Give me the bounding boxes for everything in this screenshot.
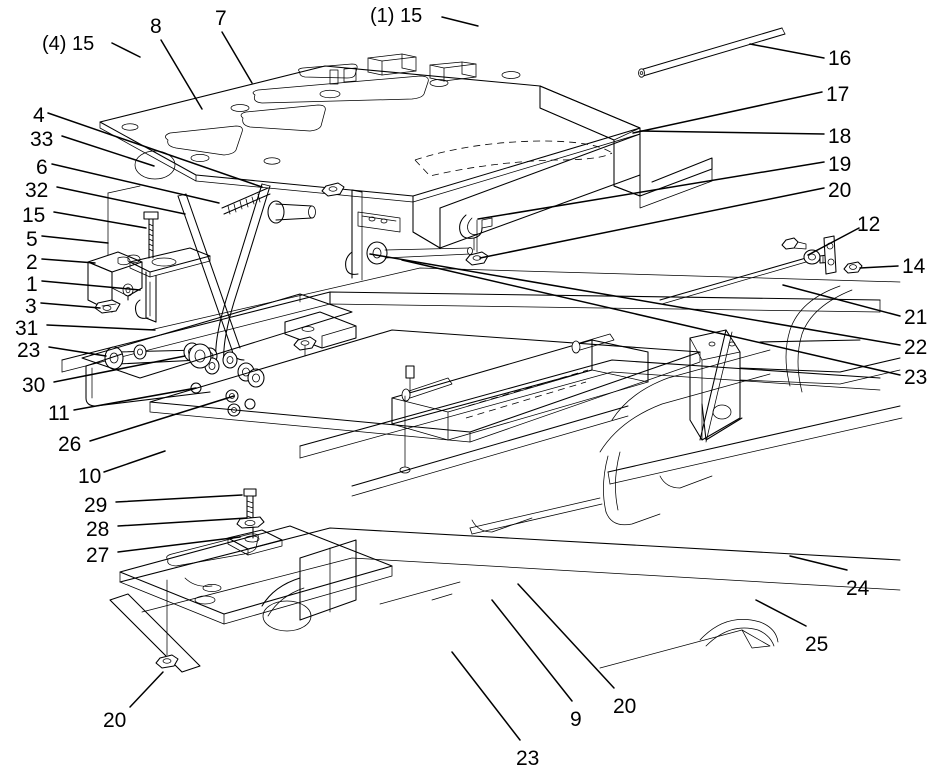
callout-number-22: 22: [904, 336, 928, 359]
roller-shaft-group: [85, 342, 265, 417]
leader-line-8: [160, 39, 203, 110]
leader-line-1--15: [441, 16, 479, 27]
leader-line-25: [755, 599, 807, 627]
callout-number-26: 26: [58, 433, 82, 456]
leader-line-2: [41, 258, 96, 264]
leader-line-19: [477, 161, 825, 220]
leader-line-5: [41, 235, 109, 244]
callout-number-9: 9: [570, 708, 582, 731]
callout-number-33: 33: [30, 128, 54, 151]
callout-number-3: 3: [25, 295, 37, 318]
callout-number-4: 4: [33, 104, 45, 127]
leader-line-22: [369, 253, 901, 346]
leader-line-16: [749, 43, 825, 59]
leader-line-10: [103, 450, 166, 473]
callout-number-8: 8: [150, 15, 162, 38]
callout-number-19: 19: [828, 153, 852, 176]
leader-line-7: [221, 31, 253, 84]
leader-line-20: [517, 583, 615, 689]
callout-number-25: 25: [805, 633, 829, 656]
callout-number-23: 23: [17, 339, 41, 362]
callout-number-21: 21: [904, 306, 928, 329]
left-bracket-group: [87, 185, 211, 323]
callout-number-17: 17: [826, 83, 850, 106]
leader-line-14: [859, 265, 899, 269]
callout-number-2: 2: [26, 251, 38, 274]
leader-line-32: [56, 186, 186, 215]
rear-shroud-panel: [412, 85, 713, 249]
leader-line-20: [129, 671, 164, 708]
mid-hook-clevis: [321, 182, 493, 266]
callout-number-12: 12: [857, 213, 881, 236]
link-rods: [177, 183, 316, 363]
leader-line-4: [47, 112, 263, 188]
leader-line-23: [48, 346, 107, 357]
center-tray: [149, 329, 713, 533]
leader-line-24: [789, 555, 848, 571]
leader-line-23: [451, 651, 521, 741]
callout-number-23: 23: [904, 366, 928, 389]
callout-number-28: 28: [86, 518, 110, 541]
bottom-left-footplate: [109, 488, 393, 673]
leader-line-18: [639, 130, 825, 135]
leader-line-12: [807, 227, 860, 256]
leader-line-6: [51, 163, 220, 204]
callout-number-30: 30: [22, 374, 46, 397]
leader-line-20: [479, 187, 825, 259]
leader-line-33: [61, 135, 155, 167]
leader-line-23: [401, 259, 901, 376]
leader-line-29: [115, 494, 243, 503]
leader-line-15: [53, 211, 147, 229]
leader-line-27: [117, 536, 241, 553]
leader-line-26: [89, 395, 235, 442]
callout-number-20: 20: [613, 695, 637, 718]
leader-line-28: [117, 517, 248, 527]
lower-deck-panel: [81, 293, 357, 379]
callout-number-4--15: (4) 15: [42, 33, 95, 55]
callout-number-6: 6: [36, 156, 48, 179]
leader-line-11: [73, 387, 197, 411]
right-frame-plate: [599, 329, 903, 669]
callout-number-10: 10: [78, 465, 102, 488]
cable-end-hardware: [659, 235, 863, 305]
callout-number-7: 7: [215, 7, 227, 30]
callout-number-20: 20: [828, 179, 852, 202]
callout-number-27: 27: [86, 544, 110, 567]
callout-number-23: 23: [516, 747, 540, 770]
callout-number-15: 15: [22, 204, 46, 227]
upper-deck-panel: [99, 53, 641, 203]
callout-number-18: 18: [828, 125, 852, 148]
leader-line-9: [491, 599, 573, 702]
bottom-deck: [119, 497, 901, 632]
leader-line-21: [782, 284, 901, 317]
leader-line-1: [41, 280, 141, 291]
callout-number-31: 31: [15, 317, 39, 340]
callout-number-5: 5: [26, 228, 38, 251]
callout-number-1--15: (1) 15: [370, 5, 423, 27]
long-rod-16: [638, 27, 786, 78]
callout-number-20: 20: [103, 709, 127, 732]
callout-number-32: 32: [25, 179, 49, 202]
leader-line-31: [46, 324, 156, 331]
callout-number-24: 24: [846, 577, 870, 600]
leader-line-30: [53, 355, 186, 383]
callout-number-14: 14: [902, 255, 926, 278]
middle-shelf: [299, 359, 881, 497]
leader-line-17: [632, 91, 823, 134]
callout-number-11: 11: [48, 402, 70, 425]
leader-line-3: [40, 302, 101, 309]
callout-number-16: 16: [828, 47, 852, 70]
leader-lines: [40, 16, 901, 741]
callout-number-29: 29: [84, 494, 108, 517]
callout-number-1: 1: [26, 273, 38, 296]
leader-line-4--15: [111, 42, 141, 58]
